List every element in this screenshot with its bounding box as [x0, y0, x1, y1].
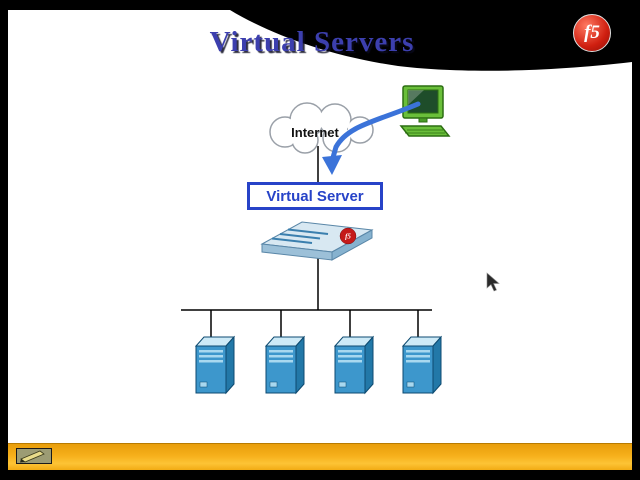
slide[interactable]: Virtual Servers f5: [8, 10, 632, 470]
pen-tool-button[interactable]: [16, 448, 52, 464]
top-swoosh-decoration: [230, 10, 632, 71]
internet-label: Internet: [291, 125, 339, 140]
server-tower: [397, 332, 445, 396]
f5-logo: f5: [573, 14, 611, 52]
server-tower: [260, 332, 308, 396]
virtual-server-box: Virtual Server: [247, 182, 383, 210]
appliance-logo-text: f5: [345, 233, 351, 241]
connection-arrow: [322, 101, 421, 175]
bottom-bar: [8, 443, 632, 470]
internet-cloud: Internet: [269, 102, 374, 154]
bigip-appliance: f5: [260, 221, 374, 261]
server-tower: [190, 332, 238, 396]
mouse-cursor: [486, 272, 500, 292]
virtual-server-label: Virtual Server: [266, 187, 364, 205]
f5-logo-text: f5: [584, 22, 600, 43]
server-tower: [329, 332, 377, 396]
slide-title: Virtual Servers: [209, 26, 415, 58]
